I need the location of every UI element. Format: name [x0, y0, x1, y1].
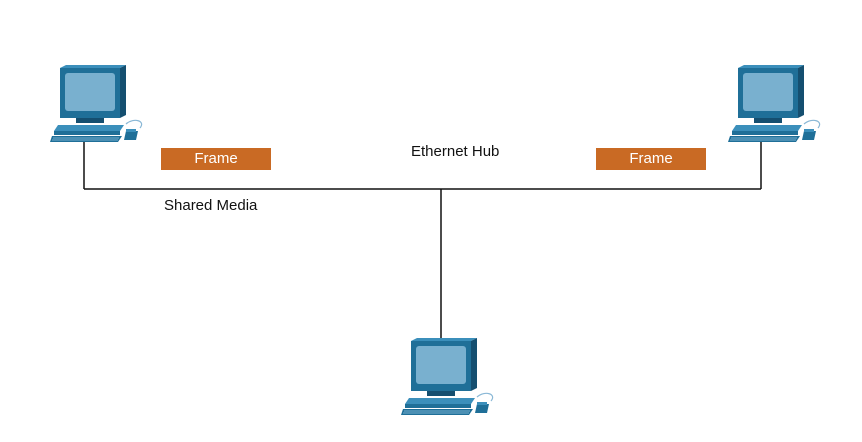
- desktop-computer-icon: [727, 64, 821, 143]
- frame-packet-right: Frame: [596, 148, 706, 170]
- hub-label: Ethernet Hub: [411, 143, 500, 160]
- shared-media-label: Shared Media: [164, 197, 258, 214]
- frame-packet-left: Frame: [161, 148, 271, 170]
- desktop-computer-icon: [400, 337, 494, 416]
- desktop-computer-icon: [49, 64, 143, 143]
